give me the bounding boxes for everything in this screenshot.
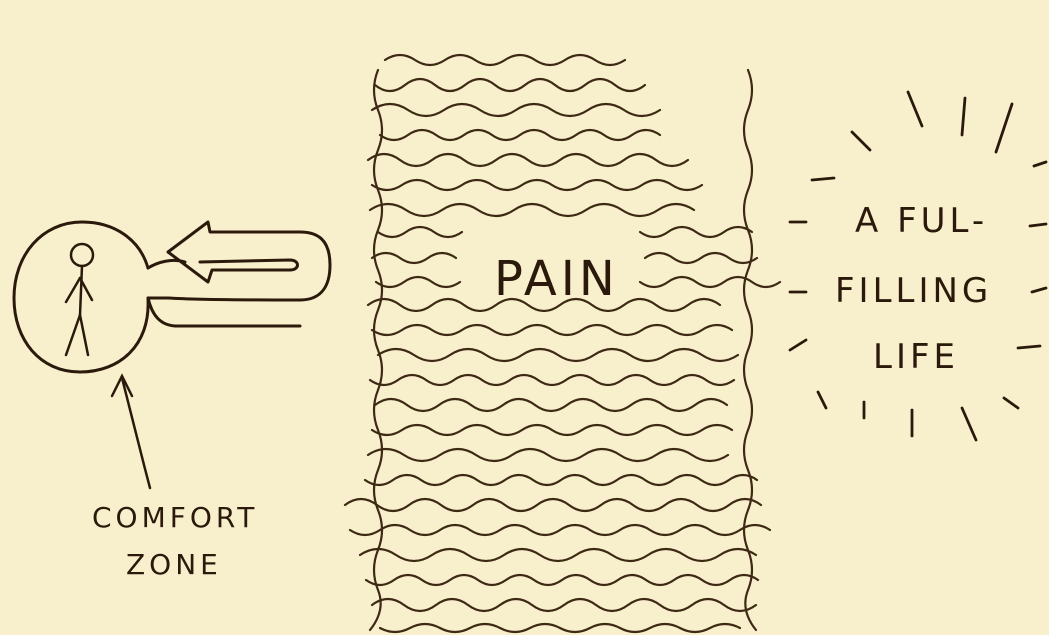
comfort-zone-label-line1: COMFORT [92,501,258,534]
pain-label: PAIN [494,251,619,307]
u-turn-arrow-icon [148,222,330,326]
comfort-zone-label-line2: ZONE [126,548,222,581]
pain-scribble-zone [345,55,780,632]
fulfilling-life-label-line2: FILLING [835,271,992,311]
fulfilling-life-label-line1: A FUL- [855,201,988,241]
stick-figure [66,244,93,355]
fulfilling-life-label-line3: LIFE [873,337,959,377]
comfort-pointer-arrow-icon [112,376,150,488]
fulfilling-life-burst [790,92,1046,440]
